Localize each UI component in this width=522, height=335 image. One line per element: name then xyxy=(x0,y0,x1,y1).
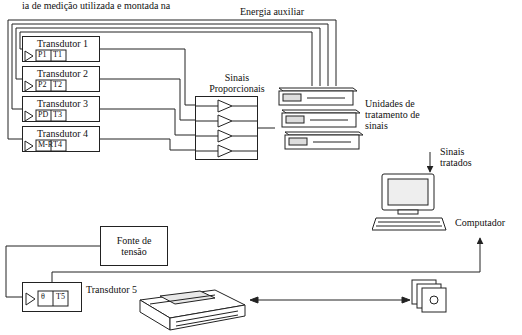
connector xyxy=(100,139,195,150)
amplifier-box: Sinais Proporcionais xyxy=(195,96,258,160)
connector xyxy=(100,109,195,135)
disk-drawing xyxy=(412,280,446,312)
edge-label: Sinais tratados xyxy=(438,146,490,168)
transducer-box: Transdutor 2 P2 T2 xyxy=(22,66,100,92)
header-fragment: ia de medição utilizada e montada na xyxy=(20,0,172,11)
device-stack xyxy=(275,86,363,152)
node-label: Transdutor 5 xyxy=(86,284,137,295)
node-label: Computador xyxy=(455,217,505,228)
node-label: Transdutor 2 xyxy=(37,68,88,79)
node-label: Transdutor 1 xyxy=(37,38,88,49)
power-supply-box: Fonte de tensão xyxy=(100,226,168,266)
amplifier-symbol xyxy=(23,283,81,311)
edge-label: Energia auxiliar xyxy=(238,6,306,17)
node-label: Sinais Proporcionais xyxy=(202,72,272,94)
connector xyxy=(20,32,312,86)
connector xyxy=(100,79,195,120)
node-label: Fonte de tensão xyxy=(107,235,161,257)
node-label: Transdutor 3 xyxy=(37,98,88,109)
transducer-box: Transdutor 5θT5 xyxy=(22,282,82,312)
symbol-label: PD xyxy=(38,111,48,119)
node-label: Transdutor 4 xyxy=(37,128,88,139)
computer-symbol xyxy=(372,172,448,232)
symbol-label: T5 xyxy=(56,293,65,301)
transducer-box: Transdutor 1 P1 T1 xyxy=(22,36,100,62)
symbol-label: T2 xyxy=(53,81,62,89)
connector xyxy=(16,28,320,86)
connector xyxy=(430,152,431,172)
symbol-label: P1 xyxy=(38,51,46,59)
output-link xyxy=(250,297,410,303)
symbol-label: θ xyxy=(41,293,45,301)
printer-drawing xyxy=(140,290,245,330)
symbol-label: M-R xyxy=(38,141,53,149)
transducer-box: Transdutor 3 PD T3 xyxy=(22,96,100,122)
connector xyxy=(258,128,275,129)
connector xyxy=(100,49,195,105)
connector xyxy=(8,20,336,139)
signal-units: Unidades de tratamento de sinais xyxy=(275,86,440,152)
node-label: Unidades de tratamento de sinais xyxy=(365,98,439,131)
symbol-label: T3 xyxy=(53,111,62,119)
symbol-label: T1 xyxy=(53,51,62,59)
symbol-label: T4 xyxy=(53,141,62,149)
amplifier-symbol xyxy=(196,97,257,159)
computer: Computador xyxy=(372,172,505,238)
symbol-label: P2 xyxy=(38,81,46,89)
transducer-box: Transdutor 4 M-RT4 xyxy=(22,126,100,152)
